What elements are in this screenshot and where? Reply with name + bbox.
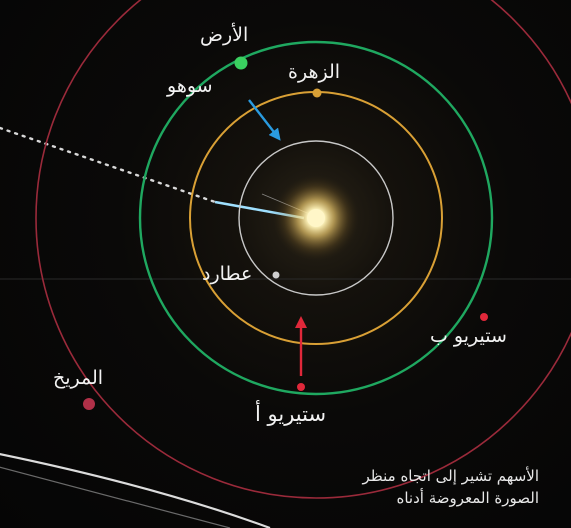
venus-dot (312, 88, 322, 98)
line-of-sight-dotted (0, 126, 217, 204)
earth-orbit (138, 40, 494, 396)
earth-dot (234, 56, 248, 70)
stereo-a-dot (297, 383, 305, 391)
comet-trail-faint (0, 466, 231, 528)
label-stereo-b: ستيريو ب (430, 325, 507, 347)
stereo-b-dot (480, 313, 488, 321)
label-stereo-a: ستيريو أ (255, 402, 327, 426)
mars-orbit (35, 0, 571, 499)
mercury-dot (272, 271, 280, 279)
label-venus: الزهرة (288, 61, 341, 83)
sun (307, 209, 325, 227)
diagram-note: الأسهم تشير إلى اتجاه منظر الصورة المعرو… (363, 466, 539, 510)
note-line-2: الصورة المعروضة أدناه (396, 488, 539, 507)
comet-trail (0, 452, 271, 528)
soho-view-arrow (248, 99, 281, 141)
label-mercury: عطارد (202, 263, 253, 285)
label-mars: المريخ (53, 367, 104, 389)
mars-dot (83, 398, 95, 410)
note-line-1: الأسهم تشير إلى اتجاه منظر (362, 467, 539, 485)
label-soho: سوهو (167, 75, 213, 97)
mercury-orbit (238, 140, 394, 296)
label-earth: الأرض (200, 24, 249, 46)
